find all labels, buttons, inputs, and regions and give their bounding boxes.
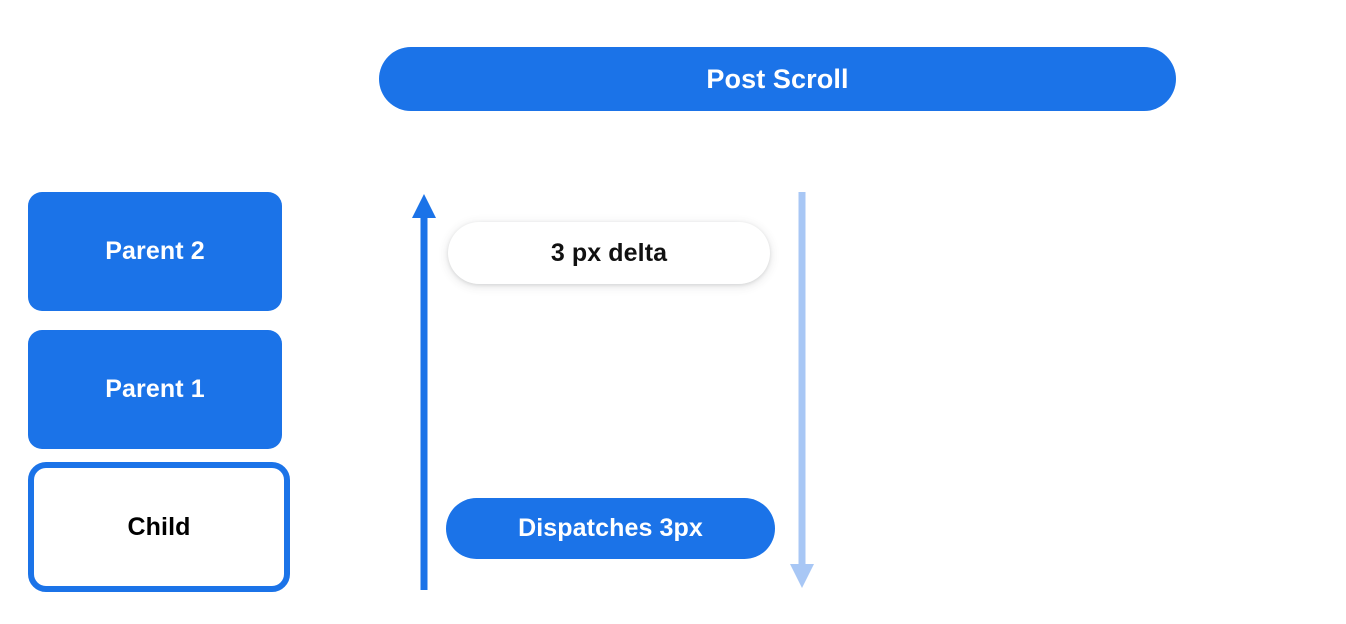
delta-pill: 3 px delta — [448, 222, 770, 284]
dispatch-pill-label: Dispatches 3px — [518, 514, 703, 542]
arrow-up-icon — [410, 192, 438, 590]
stack-box-label: Parent 2 — [105, 237, 205, 265]
delta-pill-label: 3 px delta — [550, 238, 668, 267]
stack-box-child: Child — [28, 462, 290, 592]
stack-box-parent-2: Parent 2 — [28, 192, 282, 311]
page-title: Post Scroll — [706, 63, 849, 94]
stack-box-parent-1: Parent 1 — [28, 330, 282, 449]
stack-box-label: Parent 1 — [105, 375, 205, 403]
post-scroll-header: Post Scroll — [379, 47, 1176, 111]
arrow-down-icon — [788, 192, 816, 590]
dispatch-pill: Dispatches 3px — [446, 498, 775, 559]
stack-box-label: Child — [127, 512, 191, 541]
